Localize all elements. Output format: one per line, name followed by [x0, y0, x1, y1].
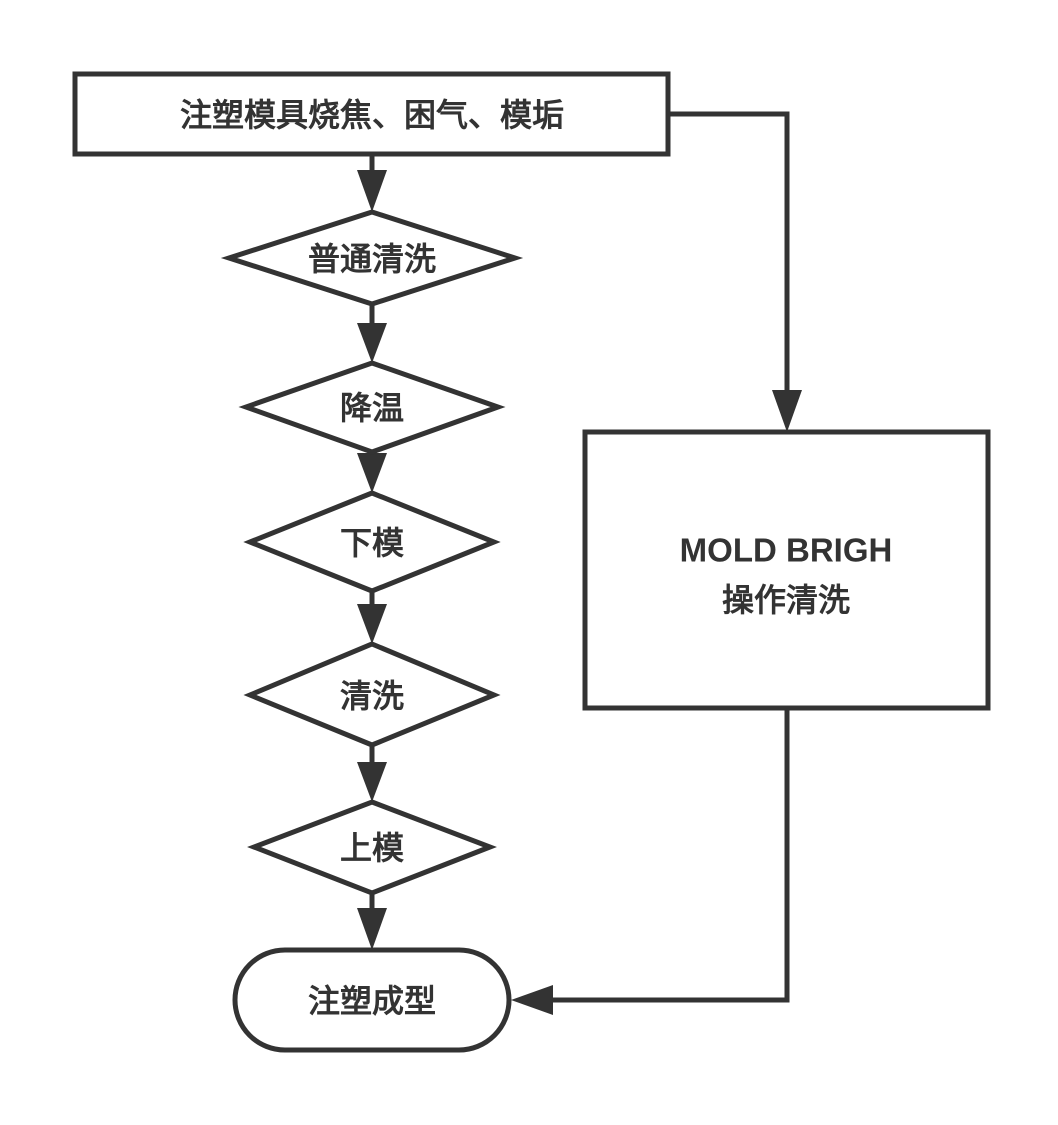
start-label: 注塑模具烧焦、困气、模垢	[180, 96, 564, 134]
arrowhead-normal-clean	[357, 170, 387, 212]
cool-down-label: 降温	[340, 389, 404, 427]
wash-label: 清洗	[340, 677, 404, 715]
unload-mold-label: 下模	[340, 524, 404, 562]
node-end: 注塑成型	[232, 947, 512, 1053]
mold-bright-label-line2: 操作清洗	[722, 581, 850, 619]
arrowhead-load	[357, 762, 387, 802]
unload-mold-diamond	[243, 490, 501, 594]
load-mold-label: 上模	[340, 829, 404, 867]
start-box	[72, 71, 671, 157]
arrowhead-end-right	[511, 985, 553, 1015]
arrowhead-wash	[357, 604, 387, 644]
arrowhead-mold-bright	[772, 390, 802, 432]
mold-bright-label-line1: MOLD BRIGH	[680, 532, 893, 569]
node-unload-mold: 下模	[243, 490, 501, 594]
arrowhead-cool-down	[357, 323, 387, 363]
load-mold-diamond	[247, 799, 497, 896]
node-cool-down: 降温	[238, 360, 506, 455]
edge-mold-bright-to-end	[551, 708, 790, 1003]
arrowhead-end-top	[357, 908, 387, 950]
arrowhead-unload	[357, 453, 387, 493]
normal-clean-diamond	[220, 209, 524, 307]
end-label: 注塑成型	[308, 982, 436, 1020]
end-terminal	[232, 947, 512, 1053]
node-normal-clean: 普通清洗	[220, 209, 524, 307]
node-start: 注塑模具烧焦、困气、模垢	[72, 71, 671, 157]
node-load-mold: 上模	[247, 799, 497, 896]
cool-down-diamond	[238, 360, 506, 455]
wash-diamond	[243, 641, 501, 748]
node-mold-bright: MOLD BRIGH 操作清洗	[582, 429, 991, 711]
connectors	[357, 111, 802, 1015]
mold-bright-box	[582, 429, 991, 711]
normal-clean-label: 普通清洗	[308, 240, 436, 278]
edge-start-to-mold-bright	[668, 111, 790, 392]
node-wash: 清洗	[243, 641, 501, 748]
